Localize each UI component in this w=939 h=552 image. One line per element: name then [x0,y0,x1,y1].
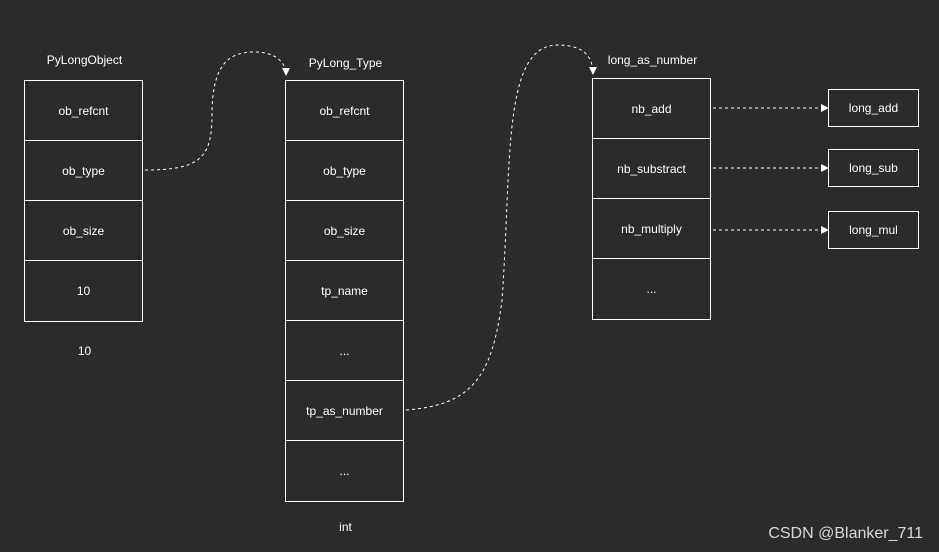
pylongtype-field: tp_as_number [286,381,403,441]
pylongtype-struct: ob_refcnt ob_type ob_size tp_name ... tp… [285,80,404,502]
watermark: CSDN @Blanker_711 [768,525,923,542]
pylongtype-field: tp_name [286,261,403,321]
pylongtype-field: ... [286,321,403,381]
longasnumber-field: nb_multiply [593,199,710,259]
longasnumber-struct: nb_add nb_substract nb_multiply ... [592,78,711,320]
pylongobject-field: ob_refcnt [25,81,142,141]
long-add-box: long_add [828,89,919,127]
pylongtype-title: PyLong_Type [308,56,383,70]
long-sub-box: long_sub [828,149,919,187]
longasnumber-field: ... [646,282,657,296]
pylongobject-field: ob_type [25,141,142,201]
longasnumber-field: nb_add [593,79,710,139]
pylongobject-struct: ob_refcnt ob_type ob_size 10 [24,80,143,322]
connector-obtype-to-pylongtype [144,51,290,171]
pylongobject-title: PyLongObject [46,53,123,67]
longasnumber-title: long_as_number [607,53,698,67]
long-mul-box: long_mul [828,211,919,249]
pylongtype-field: ob_refcnt [286,81,403,141]
pylongtype-field: ... [339,464,350,478]
connector-tpasnumber-to-longasnumber [405,44,597,411]
pylongtype-field: ob_type [286,141,403,201]
pylongobject-field: 10 [76,284,91,298]
pylongtype-type-label: int [339,520,352,534]
pylongobject-value-label: 10 [77,344,92,358]
pylongobject-field: ob_size [25,201,142,261]
pylongtype-field: ob_size [286,201,403,261]
longasnumber-field: nb_substract [593,139,710,199]
